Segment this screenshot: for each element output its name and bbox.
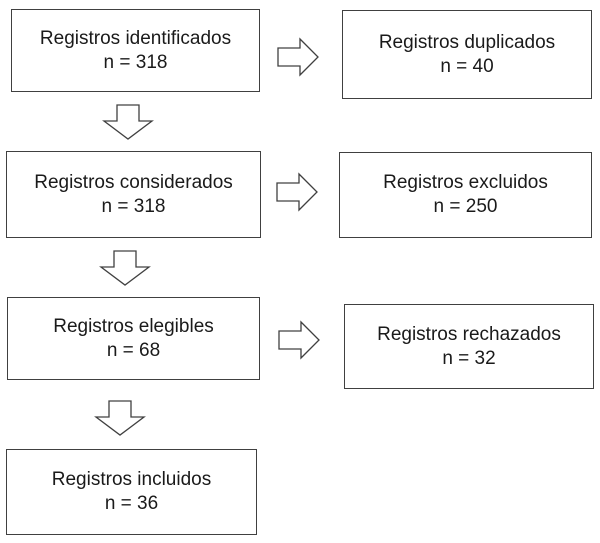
box-label: Registros duplicados (378, 31, 556, 53)
box-label: Registros considerados (34, 171, 233, 193)
box-label: Registros identificados (39, 27, 232, 49)
box-count: n = 318 (103, 51, 168, 73)
box-registros-duplicados: Registros duplicados n = 40 (342, 10, 592, 99)
down-arrow-icon (99, 250, 151, 286)
box-count: n = 40 (440, 55, 494, 77)
box-registros-excluidos: Registros excluidos n = 250 (339, 152, 592, 238)
box-label: Registros rechazados (377, 323, 561, 345)
right-arrow-icon (278, 320, 320, 360)
box-registros-incluidos: Registros incluidos n = 36 (6, 449, 257, 535)
box-count: n = 318 (101, 195, 166, 217)
right-arrow-icon (277, 37, 319, 77)
box-count: n = 36 (104, 493, 159, 514)
down-arrow-icon (102, 104, 154, 140)
right-arrow-icon (276, 172, 318, 212)
box-registros-considerados: Registros considerados n = 318 (6, 151, 261, 238)
box-label: Registros incluidos (51, 469, 212, 490)
box-count: n = 68 (106, 339, 161, 361)
box-registros-elegibles: Registros elegibles n = 68 (7, 297, 260, 380)
box-label: Registros excluidos (383, 172, 548, 193)
box-count: n = 32 (442, 347, 496, 369)
down-arrow-icon (94, 400, 146, 436)
box-registros-rechazados: Registros rechazados n = 32 (344, 304, 594, 389)
box-registros-identificados: Registros identificados n = 318 (11, 9, 260, 92)
box-label: Registros elegibles (53, 315, 214, 337)
box-count: n = 250 (433, 196, 498, 217)
